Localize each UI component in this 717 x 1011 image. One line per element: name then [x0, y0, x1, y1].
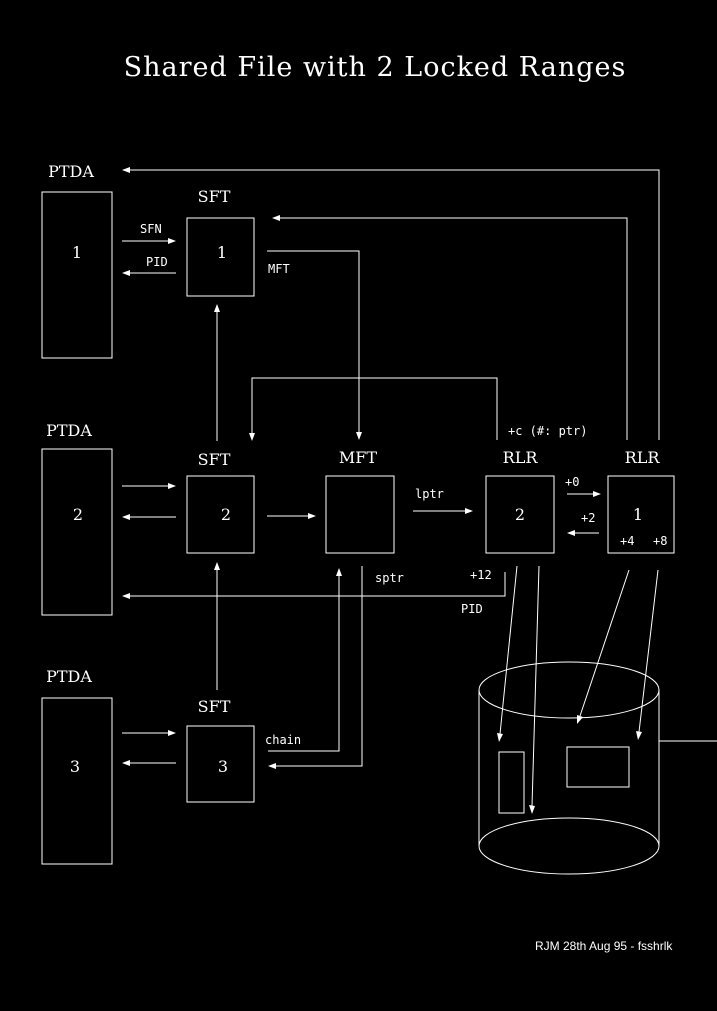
ptda-3-heading: PTDA	[46, 667, 92, 686]
label-pid-bottom: PID	[461, 602, 483, 616]
rlr-2-number: 2	[515, 505, 525, 524]
sft-2-box	[186, 475, 255, 554]
arrow-mft-pointer	[267, 250, 360, 432]
label-plus2: +2	[581, 511, 595, 525]
ptda-2-number: 2	[73, 505, 83, 524]
label-plus4: +4	[620, 534, 634, 548]
label-lptr: lptr	[415, 487, 444, 501]
arrow-rlr1-range-end	[638, 569, 659, 733]
sft-2-heading: SFT	[198, 450, 231, 469]
ptda-2-box	[41, 448, 113, 616]
arrow-pid-bottom	[130, 572, 506, 597]
ptda-2-heading: PTDA	[46, 421, 92, 440]
rlr-2-heading: RLR	[503, 448, 539, 467]
label-pid-top: PID	[146, 255, 168, 269]
arrow-rlr2-range-end	[531, 565, 540, 807]
sft-3-box	[186, 725, 255, 803]
ptda-3-number: 3	[70, 757, 80, 776]
sft-2-number: 2	[221, 505, 231, 524]
mft-heading: MFT	[339, 448, 377, 467]
rlr-1-number: 1	[633, 505, 643, 524]
arrow-c-ptr	[251, 377, 498, 440]
sft-3-heading: SFT	[198, 697, 231, 716]
ptda-1-number: 1	[72, 243, 82, 262]
locked-range-region-1	[566, 746, 630, 788]
label-sfn: SFN	[140, 222, 162, 236]
ptda-1-heading: PTDA	[48, 162, 94, 181]
label-sptr: sptr	[375, 571, 404, 585]
arrow-rlr1-to-sft1	[280, 217, 628, 440]
sft-1-box	[186, 217, 255, 297]
label-plus8: +8	[653, 534, 667, 548]
locked-range-region-2	[498, 751, 525, 814]
arrow-rlr1-range-start	[579, 569, 630, 717]
label-chain: chain	[265, 733, 301, 747]
rlr-2-box	[485, 475, 555, 554]
disk-cylinder-icon	[478, 661, 717, 875]
arrow-chain	[268, 576, 340, 752]
arrow-rlr2-range-start	[499, 565, 518, 735]
sft-1-heading: SFT	[198, 187, 231, 206]
ptda-3-box	[41, 697, 113, 865]
label-plus0: +0	[565, 475, 579, 489]
arrows	[122, 167, 660, 814]
ptda-1-box	[41, 191, 113, 359]
label-plus12: +12	[470, 568, 492, 582]
arrow-rlr1-to-ptda1	[130, 169, 660, 440]
sft-1-number: 1	[217, 243, 227, 262]
diagram-title: Shared File with 2 Locked Ranges	[124, 52, 627, 83]
arrow-sptr	[276, 566, 363, 767]
label-c-ptr: +c (#: ptr)	[508, 424, 587, 438]
footer-credit: RJM 28th Aug 95 - fsshrlk	[535, 939, 673, 953]
rlr-1-heading: RLR	[625, 448, 661, 467]
sft-3-number: 3	[218, 757, 228, 776]
label-mft: MFT	[268, 262, 290, 276]
mft-box	[325, 475, 395, 554]
rlr-1-box	[607, 475, 675, 554]
